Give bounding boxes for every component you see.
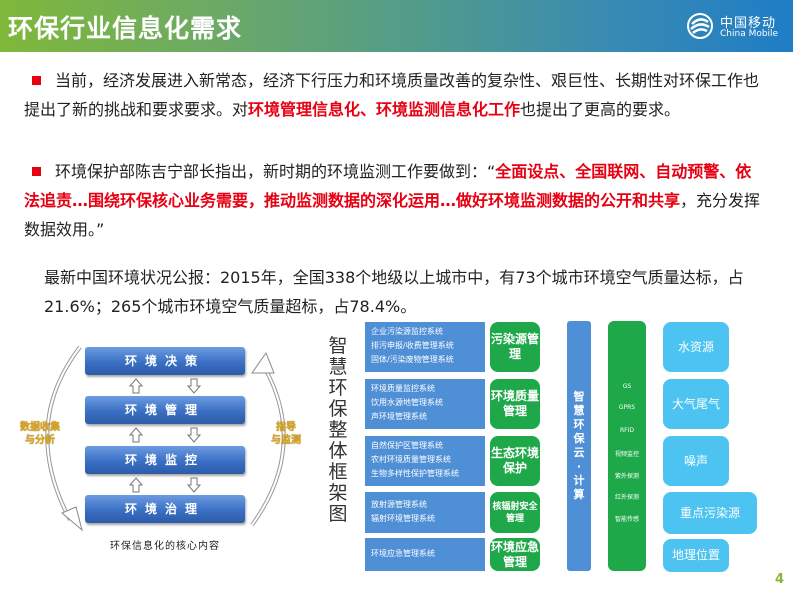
resource-water: 水资源: [663, 322, 729, 372]
system-item: 环境应急管理系统: [371, 549, 435, 558]
arrow-down-icon: [187, 477, 201, 493]
text-segment: 也提出了更高的要求。: [520, 100, 681, 119]
system-item: 企业污染源监控系统: [371, 327, 443, 336]
emphasis-segment: 环境管理信息化、环境监测信息化工作: [248, 100, 521, 119]
left-cycle-label: 数据收集 与分析: [12, 421, 68, 447]
bullet-square-icon: [32, 167, 41, 176]
tech-item: GS: [622, 383, 632, 390]
tech-item: 智能传感: [614, 516, 639, 523]
china-mobile-logo: 中国移动 China Mobile: [686, 10, 786, 44]
system-item: 农村环境质量管理系统: [371, 455, 451, 464]
slide-title: 环保行业信息化需求: [8, 14, 243, 43]
core-content-diagram: 环境决策 环境管理 环境监控 环境治理 数据收集 与分析 指导 与监测 环保信息…: [10, 335, 310, 560]
text-segment: 当前，经济发展进入新常态，经济下行压力和环境质量改善的复杂性、艰巨性、长期性对环…: [24, 71, 760, 119]
page-number: 4: [775, 572, 785, 587]
system-item: 环境质量监控系统: [371, 384, 435, 393]
statistics-paragraph: 最新中国环境状况公报：2015年，全国338个地级以上城市中，有73个城市环境空…: [44, 268, 744, 316]
arrow-down-icon: [187, 378, 201, 394]
cloud-label: 智慧环保云·计算: [573, 390, 585, 501]
tech-item: 视频监控: [614, 451, 639, 458]
system-item: 固体/污染废物管理系统: [371, 355, 454, 364]
arrow-down-icon: [187, 427, 201, 443]
system-group-1: 企业污染源监控系统 排污申报/收费管理系统 固体/污染废物管理系统: [365, 322, 485, 372]
system-group-2: 环境质量监控系统 饮用水源地管理系统 声环境管理系统: [365, 379, 485, 429]
resource-noise: 噪声: [663, 436, 729, 486]
tech-item: RFID: [619, 427, 634, 434]
logo-chinese-text: 中国移动: [720, 16, 777, 31]
right-label-line-2: 与监测: [271, 435, 301, 446]
left-label-line-2: 与分析: [25, 435, 55, 446]
system-group-4: 放射源管理系统 辐射环境管理系统: [365, 492, 485, 533]
arrow-up-icon: [129, 427, 143, 443]
system-item: 生物多样性保护管理系统: [371, 469, 459, 478]
category-emergency-management: 环境应急管理: [490, 538, 540, 571]
right-cycle-label: 指导 与监测: [264, 421, 308, 447]
resource-air-exhaust: 大气尾气: [663, 379, 729, 429]
system-item: 排污申报/收费管理系统: [371, 341, 454, 350]
cycle-arrows-icon: [45, 345, 286, 532]
tech-item: 红外探测: [614, 494, 639, 501]
smart-cloud-computing-bar: 智慧环保云·计算: [567, 321, 591, 571]
stage-decision: 环境决策: [85, 347, 245, 375]
slide-header: 环保行业信息化需求 中国移动 China Mobile: [0, 0, 793, 52]
bullet-square-icon: [32, 76, 41, 85]
technology-bar: GS GPRS RFID 视频监控 紫外探测 红外探测 智能传感: [608, 321, 646, 571]
framework-vertical-title: 智慧环保整体框架图: [328, 335, 348, 525]
logo-english-text: China Mobile: [720, 29, 779, 39]
category-ecological-protection: 生态环境保护: [490, 436, 540, 486]
system-item: 自然保护区管理系统: [371, 441, 443, 450]
emphasis-segment: 全面设点、全国联网、自动预警、依法追责…围绕环保核心业务需要，推动监测数据的深化…: [24, 162, 752, 210]
system-group-5: 环境应急管理系统: [365, 538, 485, 571]
system-group-3: 自然保护区管理系统 农村环境质量管理系统 生物多样性保护管理系统: [365, 436, 485, 486]
china-mobile-logo-icon: [687, 13, 713, 39]
resource-key-pollution-source: 重点污染源: [663, 492, 757, 534]
text-segment: 环境保护部陈吉宁部长指出，新时期的环境监测工作要做到：“: [55, 162, 496, 181]
arrow-up-icon: [129, 477, 143, 493]
stage-management: 环境管理: [85, 396, 245, 424]
bullet-paragraph-1: 当前，经济发展进入新常态，经济下行压力和环境质量改善的复杂性、艰巨性、长期性对环…: [24, 66, 764, 124]
system-item: 声环境管理系统: [371, 412, 427, 421]
diagram-caption: 环保信息化的核心内容: [110, 541, 220, 552]
tech-item: 紫外探测: [614, 473, 639, 480]
system-item: 饮用水源地管理系统: [371, 398, 443, 407]
stage-monitoring: 环境监控: [85, 446, 245, 474]
category-environment-quality: 环境质量管理: [490, 379, 540, 429]
text-segment: ，充分发挥数据效用。”: [24, 191, 761, 239]
resource-geo-location: 地理位置: [663, 539, 729, 572]
tech-item: GPRS: [618, 404, 636, 411]
system-item: 放射源管理系统: [371, 500, 427, 509]
stage-governance: 环境治理: [85, 495, 245, 523]
category-nuclear-radiation: 核辐射安全管理: [490, 492, 540, 533]
category-pollution-source: 污染源管理: [490, 322, 540, 372]
arrow-up-icon: [129, 378, 143, 394]
bullet-paragraph-2: 环境保护部陈吉宁部长指出，新时期的环境监测工作要做到：“全面设点、全国联网、自动…: [24, 157, 764, 244]
system-item: 辐射环境管理系统: [371, 514, 435, 523]
left-label-line-1: 数据收集: [20, 422, 60, 433]
right-label-line-1: 指导: [276, 422, 296, 433]
